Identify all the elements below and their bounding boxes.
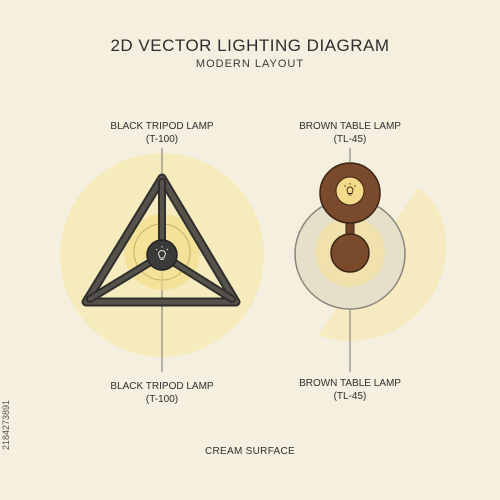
table-top-label-name: BROWN TABLE LAMP bbox=[299, 121, 401, 132]
stock-id-label: 2184273891 bbox=[1, 399, 11, 451]
table-lamp-bulb-disc bbox=[335, 176, 365, 206]
tripod-top-label-code: (T-100) bbox=[145, 134, 179, 145]
tripod-bulb-icon bbox=[155, 246, 169, 260]
table-lamp-base bbox=[330, 233, 370, 273]
table-bottom-label-name: BROWN TABLE LAMP bbox=[299, 378, 401, 389]
table-bottom-label-code: (TL-45) bbox=[333, 391, 367, 402]
tripod-frame-fill bbox=[83, 175, 239, 305]
diagram-subtitle: MODERN LAYOUT bbox=[195, 58, 305, 70]
tripod-top-label: BLACK TRIPOD LAMP (T-100) bbox=[92, 120, 232, 146]
table-bottom-label: BROWN TABLE LAMP (TL-45) bbox=[280, 377, 420, 403]
table-top-label-code: (TL-45) bbox=[333, 134, 367, 145]
tripod-top-label-name: BLACK TRIPOD LAMP bbox=[110, 121, 214, 132]
surface-label: CREAM SURFACE bbox=[204, 446, 296, 457]
tripod-bottom-label-code: (T-100) bbox=[145, 394, 179, 405]
diagram-title: 2D VECTOR LIGHTING DIAGRAM bbox=[110, 36, 390, 55]
tripod-bottom-label: BLACK TRIPOD LAMP (T-100) bbox=[92, 380, 232, 406]
table-bulb-icon bbox=[344, 183, 356, 196]
table-lamp bbox=[294, 162, 406, 310]
tripod-bottom-label-name: BLACK TRIPOD LAMP bbox=[110, 381, 214, 392]
tripod-hub bbox=[146, 239, 178, 271]
table-top-label: BROWN TABLE LAMP (TL-45) bbox=[280, 120, 420, 146]
tripod-lamp bbox=[81, 173, 241, 307]
